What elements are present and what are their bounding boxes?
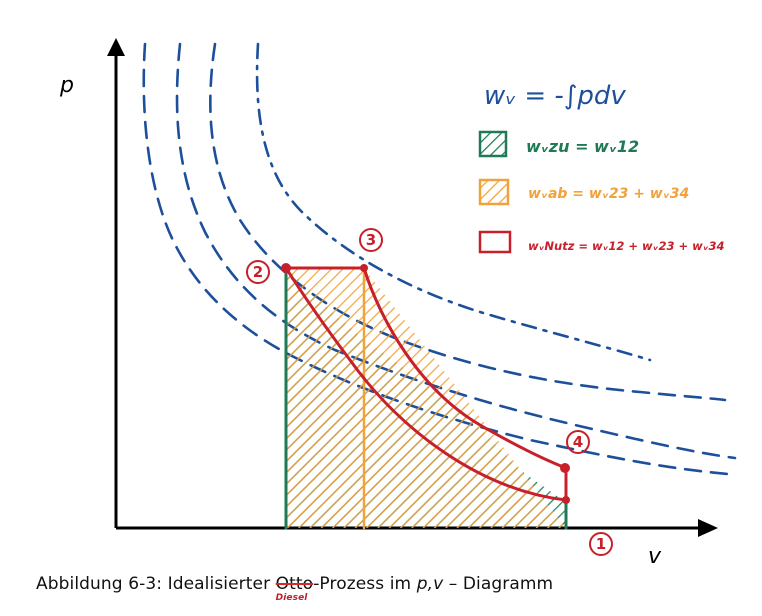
legend-text-green: wᵥzu = wᵥ12 [526, 137, 639, 156]
point-3-dot [360, 264, 368, 272]
isotherm-4 [255, 42, 652, 362]
point-label-1: 1 [596, 535, 606, 553]
point-2-dot [281, 263, 291, 273]
point-1-dot [562, 496, 570, 504]
legend: wᵥzu = wᵥ12 wᵥab = wᵥ23 + wᵥ34 wᵥNutz = … [478, 130, 724, 254]
point-label-4: 4 [573, 433, 583, 451]
work-formula: wᵥ = -∫pdv [484, 81, 626, 111]
point-label-3: 3 [366, 231, 376, 249]
point-labels: 2 3 4 1 [246, 228, 613, 556]
expansion-curve-3-4 [362, 266, 568, 470]
point-4-dot [560, 463, 570, 473]
orange-hatch-area [286, 268, 566, 528]
caption-end: – Diagramm [443, 574, 554, 594]
y-axis-label: p [59, 73, 74, 98]
caption-after: -Prozess im [313, 574, 417, 594]
compression-curve-1-2 [284, 266, 568, 502]
caption-before: Abbildung 6-3: Idealisierter [36, 574, 276, 594]
legend-text-orange: wᵥab = wᵥ23 + wᵥ34 [528, 186, 689, 202]
legend-swatch-green [478, 130, 508, 158]
legend-swatch-orange [478, 178, 510, 206]
caption-italic: p,v [416, 574, 444, 594]
x-axis-arrow [698, 519, 718, 537]
legend-text-red: wᵥNutz = wᵥ12 + wᵥ23 + wᵥ34 [528, 239, 724, 253]
caption-correction: Diesel [275, 593, 308, 603]
point-label-2: 2 [253, 263, 263, 281]
state-points [281, 263, 570, 504]
legend-swatch-red [478, 230, 512, 254]
x-axis-label: v [648, 544, 662, 569]
y-axis-arrow [107, 38, 125, 56]
